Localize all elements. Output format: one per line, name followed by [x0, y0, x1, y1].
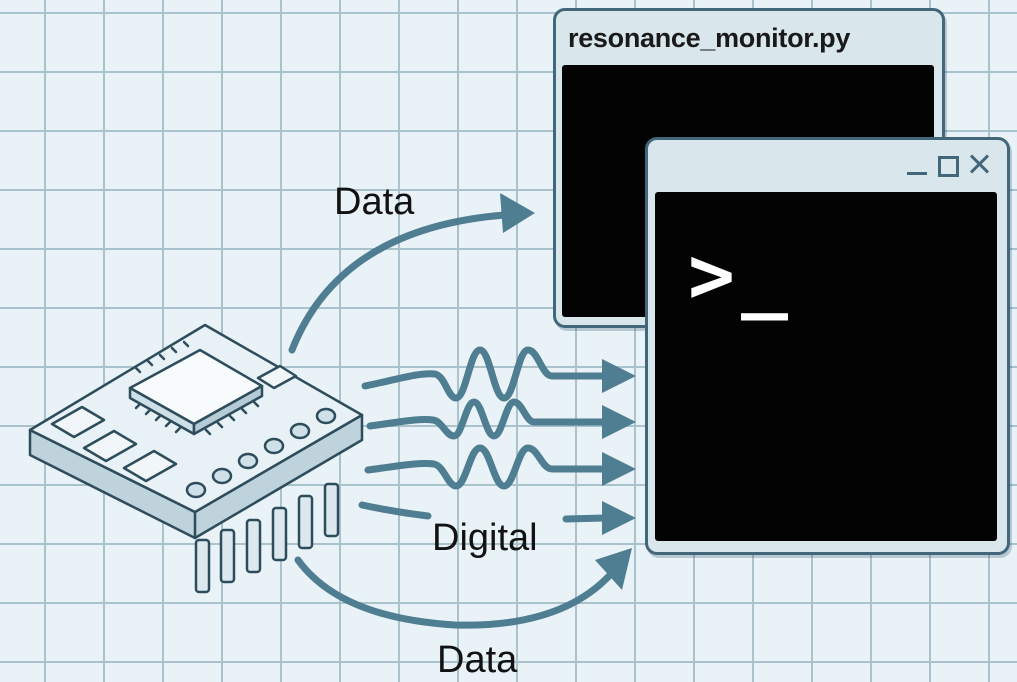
board-components	[50, 364, 298, 483]
wave-arrow-3	[364, 444, 608, 490]
board-buttons	[185, 407, 337, 499]
minimize-icon[interactable]	[905, 150, 929, 178]
data-label-top: Data	[334, 181, 415, 223]
digital-arrow-left	[358, 501, 432, 520]
maximize-icon[interactable]	[936, 150, 960, 178]
data-arrow-bottom	[294, 556, 614, 629]
terminal-window[interactable]: >_	[645, 137, 1010, 555]
wave-arrow-3-head	[602, 452, 636, 486]
data-arrow-top	[288, 211, 509, 354]
board-pins	[194, 482, 340, 594]
digital-label: Digital	[432, 517, 538, 559]
wave-arrow-2	[366, 398, 608, 440]
digital-arrow-head	[602, 501, 636, 535]
close-icon[interactable]	[967, 150, 991, 178]
terminal-prompt: >_	[688, 231, 794, 321]
window-controls	[905, 150, 991, 178]
digital-arrow-right	[562, 514, 608, 523]
wave-arrow-2-head	[602, 405, 636, 439]
data-arrow-bottom-head	[595, 548, 632, 590]
terminal-screen[interactable]: >_	[655, 192, 997, 541]
window-title: resonance_monitor.py	[568, 23, 851, 53]
wave-arrow-1-head	[602, 359, 636, 393]
data-label-bottom: Data	[437, 639, 518, 681]
data-arrow-top-head	[500, 193, 535, 233]
wave-arrow-1	[361, 346, 608, 402]
